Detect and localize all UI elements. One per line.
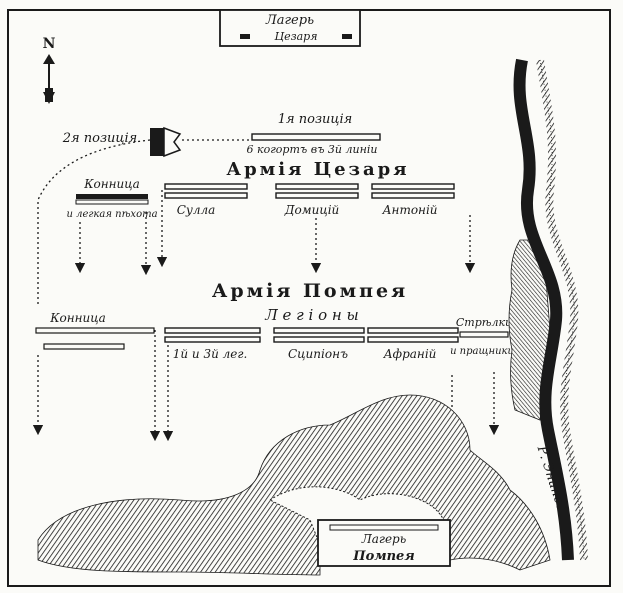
caesar-unit-domitius: Домицій [284, 203, 340, 217]
pompey-camp: Лагерь Помпея [317, 519, 451, 567]
pompey-cavalry-label: Конница [49, 311, 106, 325]
caesar-unit-sulla: Сулла [177, 203, 216, 217]
caesar-unit-antony: Антоній [381, 203, 437, 217]
north-marker: N [43, 36, 56, 104]
river-bank-woods [508, 239, 551, 421]
pompey-archers: Стрѣлки и пращники [450, 316, 514, 357]
pompey-army-title: Армія Помпея [212, 280, 408, 302]
pompey-cavalry: Конница [35, 311, 155, 350]
pompey-legions-label: Л е г і о н ы [264, 306, 359, 324]
pompey-unit-legions: 1й и 3й лег. [173, 347, 248, 361]
first-position-label: 1я позиція [278, 112, 353, 127]
first-position-note: 6 когортъ въ 3й линіи [247, 143, 378, 156]
caesar-camp: Лагерь Цезаря [219, 9, 361, 47]
pompey-archers-note: и пращники [450, 346, 514, 357]
caesar-light-infantry-label: и легкая пѣхота [66, 209, 157, 220]
north-letter: N [43, 36, 56, 52]
pompey-archers-label: Стрѣлки [456, 316, 512, 329]
caesar-army-title: Армія Цезаря [226, 159, 409, 180]
pompey-unit-scipio: Сципіонъ [288, 347, 348, 361]
first-position: 1я позиція 6 когортъ въ 3й линіи [247, 112, 381, 156]
second-position: 2я позиція [62, 126, 252, 158]
caesar-cavalry: Конница и легкая пѣхота [66, 177, 157, 220]
caesar-units: Сулла Домицій Антоній [164, 183, 455, 217]
pompey-camp-sublabel: Помпея [352, 549, 414, 564]
caesar-camp-sublabel: Цезаря [275, 30, 318, 43]
caesar-cavalry-label: Конница [83, 177, 140, 191]
caesar-camp-label: Лагерь [265, 13, 314, 28]
pompey-unit-afranius: Афраній [383, 347, 437, 361]
pompey-camp-label: Лагерь [361, 532, 407, 546]
hills [37, 394, 551, 576]
pompey-legions: Л е г і о н ы 1й и 3й лег. Сципіонъ Афра… [164, 306, 459, 361]
second-position-label: 2я позиція [62, 131, 138, 146]
